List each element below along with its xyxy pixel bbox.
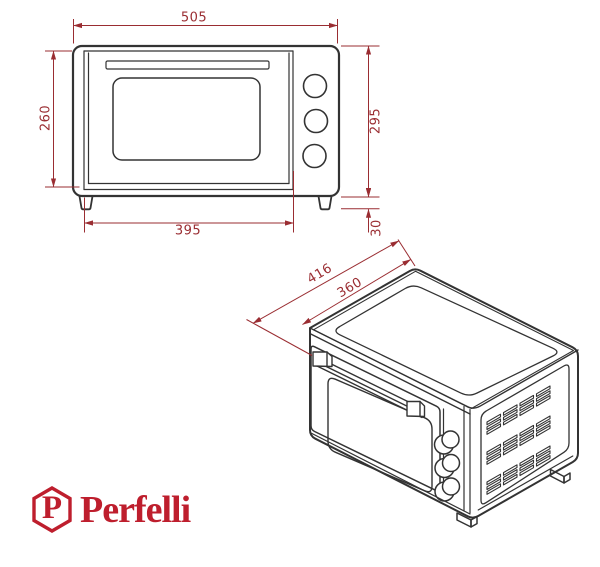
dim-label-width-bottom: 395 (174, 223, 202, 239)
dim-label-feet-height: 30 (369, 219, 385, 237)
logo-brand-name: Perfelli (80, 489, 191, 531)
dim-label-height-left: 260 (38, 104, 54, 132)
logo-letter: P (41, 490, 63, 527)
dimension-lines (45, 19, 416, 356)
dim-label-height-right: 295 (368, 107, 384, 135)
iso-feet (456, 468, 571, 528)
isometric-view (309, 268, 579, 528)
front-knobs (302, 73, 329, 169)
door-handle (312, 351, 426, 419)
front-feet (78, 195, 333, 211)
dim-label-width-top: 505 (180, 10, 208, 26)
logo-hexagon (32, 486, 72, 533)
iso-knobs (433, 430, 461, 502)
vent-slats (486, 385, 551, 495)
front-view (71, 44, 341, 211)
